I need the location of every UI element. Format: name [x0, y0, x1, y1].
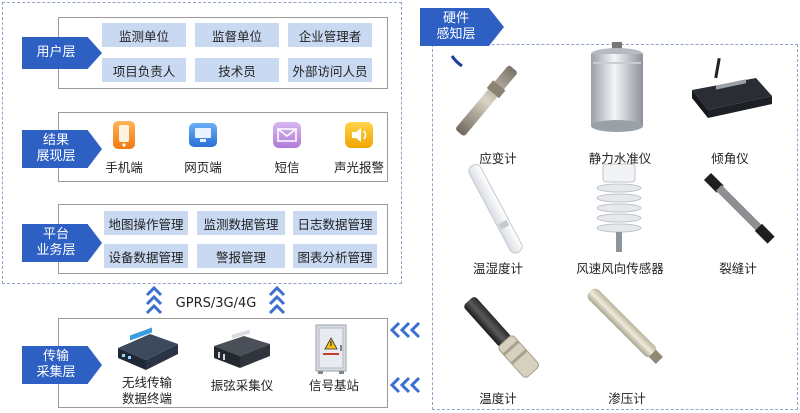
sensor-label-piezometer: 渗压计 — [608, 391, 646, 406]
piezometer-image — [587, 288, 663, 364]
user-item: 监测单位 — [102, 23, 186, 47]
alarm-icon — [345, 122, 373, 148]
result-item-label: 手机端 — [105, 160, 143, 175]
result-item-label: 短信 — [274, 160, 300, 175]
temp-humidity-meter-image — [468, 164, 523, 254]
user-layer-tag-text: 用户层 — [36, 45, 76, 60]
platform-item: 图表分析管理 — [293, 244, 377, 268]
up-arrows-right — [268, 285, 286, 315]
result-item-label: 声光报警 — [333, 160, 384, 175]
sms-icon — [273, 122, 301, 148]
platform-item: 警报管理 — [197, 244, 285, 268]
left-arrows-top — [389, 321, 421, 339]
static-level-image — [591, 42, 643, 132]
platform-item: 地图操作管理 — [104, 211, 188, 235]
left-arrows-bottom — [389, 376, 421, 394]
result-layer-tag-text: 结果展现层 — [36, 133, 75, 165]
tag-line: 传输 — [42, 349, 69, 364]
tag-line: 展现层 — [36, 149, 76, 164]
sensor-label-wind: 风速风向传感器 — [576, 261, 664, 276]
hardware-layer-tag-text: 硬件感知层 — [436, 11, 475, 43]
platform-layer-tag: 平台业务层 — [22, 224, 102, 262]
inclinometer-image — [692, 57, 772, 118]
wireless-terminal-image — [118, 327, 178, 370]
platform-item: 设备数据管理 — [104, 244, 188, 268]
device-label-line: 无线传输 — [121, 375, 172, 390]
signal-base-station-image — [315, 324, 347, 374]
protocol-label: GPRS/3G/4G — [175, 296, 257, 311]
strain-gauge-image — [450, 55, 517, 136]
tag-line: 感知层 — [436, 27, 476, 42]
thermometer-image — [464, 297, 540, 378]
user-layer-tag: 用户层 — [22, 37, 102, 69]
platform-item: 日志数据管理 — [293, 211, 377, 235]
mobile-icon — [113, 121, 135, 149]
platform-layer-tag-text: 平台业务层 — [36, 227, 75, 259]
vibration-collector-image — [214, 329, 270, 368]
device-label-line: 数据终端 — [121, 391, 172, 406]
tag-line: 结果 — [42, 133, 69, 148]
user-item: 监督单位 — [195, 23, 279, 47]
sensor-label-crack-meter: 裂缝计 — [719, 261, 757, 276]
tag-line: 业务层 — [36, 243, 76, 258]
tag-line: 硬件 — [442, 11, 469, 26]
user-item: 外部访问人员 — [288, 58, 372, 82]
monitor-icon — [189, 123, 217, 147]
user-item: 企业管理者 — [288, 23, 372, 47]
device-label-wireless-terminal: 无线传输数据终端 — [108, 375, 186, 407]
user-item: 项目负责人 — [102, 58, 186, 82]
platform-item: 监测数据管理 — [197, 211, 285, 235]
hardware-layer-tag: 硬件感知层 — [420, 8, 504, 46]
tag-line: 平台 — [42, 227, 69, 242]
up-arrows-left — [145, 285, 163, 315]
sensor-label-static-level: 静力水准仪 — [588, 151, 652, 166]
device-label-base-station: 信号基站 — [308, 378, 359, 393]
transport-layer-tag: 传输采集层 — [22, 346, 102, 384]
result-layer-tag: 结果展现层 — [22, 130, 102, 168]
sensor-label-temp-humidity: 温湿度计 — [472, 261, 524, 276]
upper-layers-container — [2, 2, 402, 284]
sensor-label-inclinometer: 倾角仪 — [711, 151, 749, 166]
device-label-vibration-collector: 振弦采集仪 — [210, 378, 274, 393]
result-item-label: 网页端 — [184, 160, 222, 175]
crack-meter-image — [703, 172, 775, 244]
sensor-label-strain-gauge: 应变计 — [479, 151, 517, 166]
tag-line: 采集层 — [36, 365, 76, 380]
sensor-label-thermometer: 温度计 — [479, 391, 517, 406]
transport-layer-tag-text: 传输采集层 — [36, 349, 75, 381]
wind-sensor-image — [596, 163, 642, 252]
user-item: 技术员 — [195, 58, 279, 82]
